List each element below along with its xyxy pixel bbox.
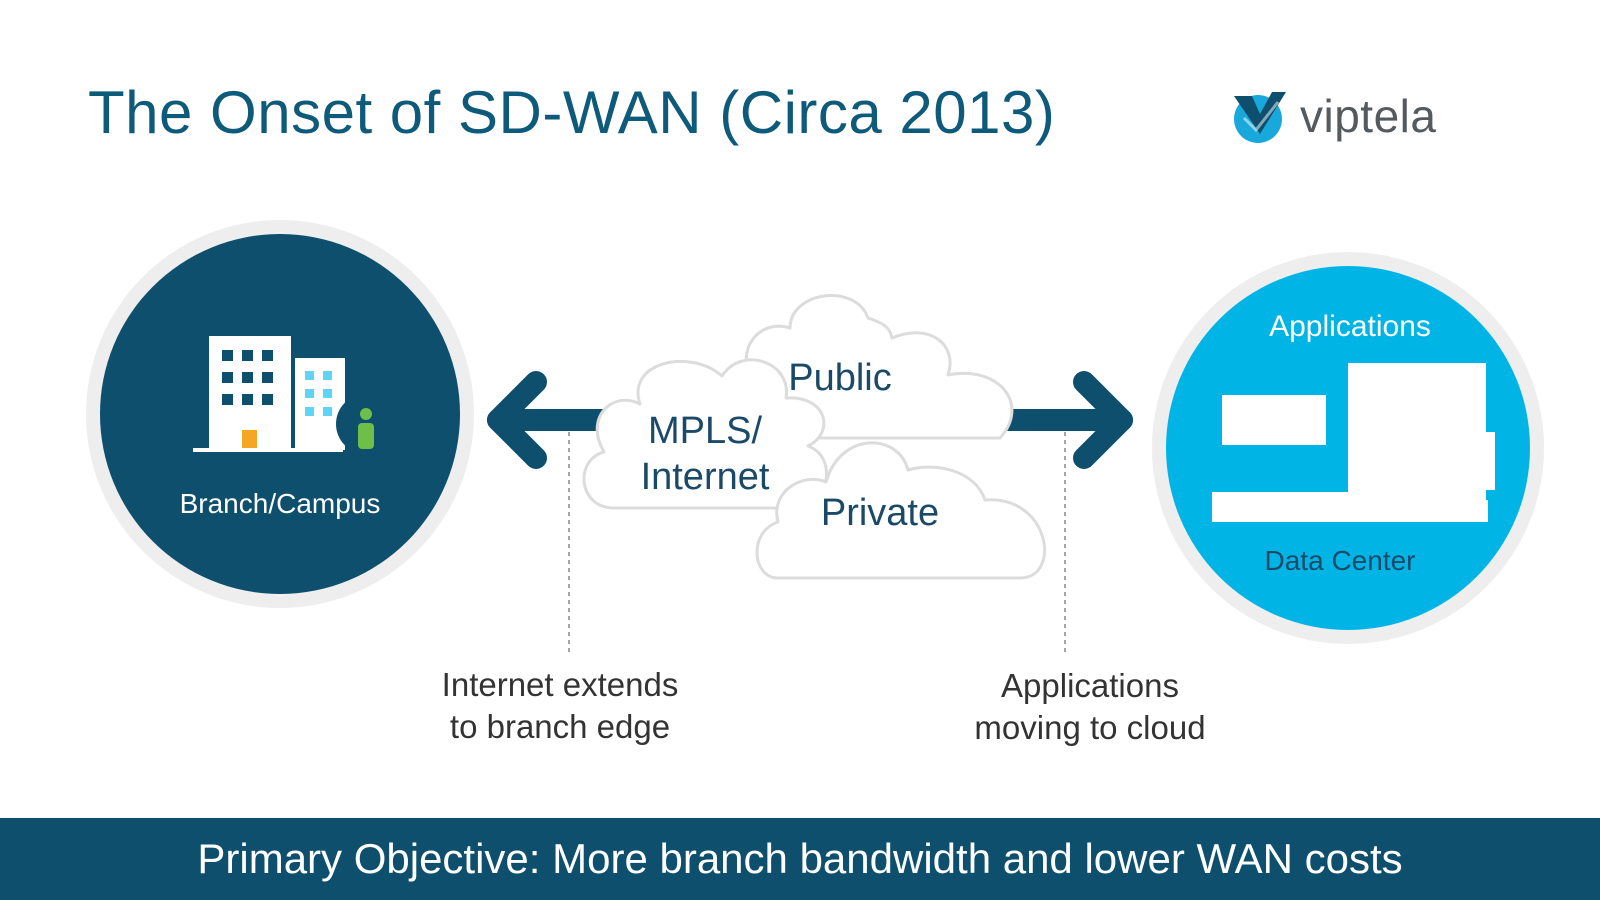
page-title: The Onset of SD-WAN (Circa 2013) [88,79,1056,146]
footer-text: Primary Objective: More branch bandwidth… [197,835,1403,882]
server-rack-icon [1212,363,1495,522]
private-cloud-label: Private [820,492,940,534]
public-cloud-label: Public [788,357,892,399]
mpls-cloud-label-line2: Internet [640,456,770,498]
private-cloud [755,441,1046,580]
mpls-cloud-label: MPLS/ Internet [600,408,810,500]
cloud-apps-note: Applications moving to cloud [974,667,1206,746]
footer-banner: Primary Objective: More branch bandwidth… [0,818,1600,900]
mpls-cloud-label-line1: MPLS/ [647,410,763,452]
datacenter-label: Data Center [1264,545,1416,576]
viptela-logo: viptela [1230,88,1436,144]
applications-label: Applications [1269,310,1431,343]
mpls-internet-cloud [582,358,828,510]
building-icon [193,336,396,454]
branch-label: Branch/Campus [179,488,381,519]
internet-edge-note: Internet extends to branch edge [441,666,679,745]
logo-text: viptela [1300,90,1437,142]
viptela-check-icon [1234,92,1286,143]
